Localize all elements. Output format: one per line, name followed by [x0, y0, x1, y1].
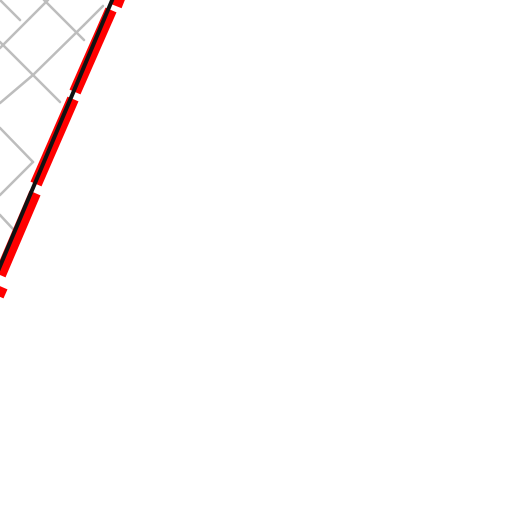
grid-line	[0, 0, 22, 22]
grid-line	[0, 40, 35, 77]
edge-highlight-segment	[110, 0, 125, 9]
grid-line	[82, 4, 105, 27]
grid-line	[0, 126, 35, 164]
edge-line	[0, 0, 115, 272]
grid-line	[31, 23, 86, 77]
edge-path	[0, 0, 125, 299]
grid-line	[31, 73, 62, 104]
grid-line	[42, 0, 86, 42]
grid-line	[28, 0, 50, 20]
grid-line	[0, 160, 35, 197]
edge-highlight-segment	[0, 190, 41, 278]
grid-lattice	[0, 0, 105, 231]
grid-line	[0, 73, 35, 105]
grid-line	[0, 16, 32, 50]
edge-highlight-segment	[0, 286, 8, 299]
grid-line	[0, 213, 15, 231]
